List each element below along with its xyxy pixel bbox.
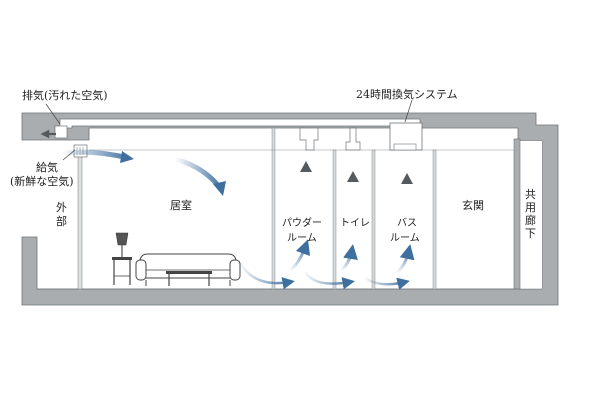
duct-powder [299,127,319,151]
duct-network [54,118,423,158]
label-outside-2: 部 [56,214,67,228]
duct-toilet [345,127,361,151]
label-bath-1: バス [397,217,417,229]
partition-wall-corridor [513,138,521,290]
floor-flow-2 [303,271,355,290]
floor-flow-1 [238,262,295,290]
furniture [112,232,241,286]
label-powder-2: ルーム [287,232,317,244]
label-system: 24時間換気システム [356,87,458,101]
label-outside-1: 外 [56,201,67,214]
sofa-icon [135,253,241,286]
label-supply: 給気 [36,160,58,174]
label-supply-sub: (新鮮な空気) [10,174,74,188]
label-corridor-2: 用 [525,201,536,214]
labels: 排気(汚れた空気) 給気 (新鮮な空気) 24時間換気システム 外 部 居室 パ… [10,87,536,244]
exterior-wall [77,149,83,290]
partition-bath-entrance [432,149,437,290]
room-flow-toilet [340,244,358,272]
label-exhaust: 排気(汚れた空気) [22,88,108,102]
room-flow-powder [289,239,311,272]
floor-flow-3 [364,276,410,290]
label-corridor-3: 廊 [525,213,536,227]
label-living: 居室 [170,198,192,212]
label-corridor-1: 共 [525,188,536,201]
supply-arrow-2 [175,157,223,191]
label-toilet: トイレ [340,218,370,229]
label-entrance: 玄関 [462,198,484,212]
corridor-space [520,141,542,289]
airflow-arrows [40,129,415,290]
partition-powder-toilet [332,149,337,290]
partition-living-powder [271,127,276,290]
label-bath-2: ルーム [390,232,420,244]
coffee-table-icon [166,271,212,286]
partition-toilet-bath [371,149,376,290]
exhaust-vent-icon [54,125,68,139]
label-corridor-4: 下 [525,227,536,240]
lamp-icon [112,232,132,285]
leader-lines [45,99,413,161]
label-powder-1: パウダー [282,216,322,229]
room-flow-bath [396,244,415,274]
